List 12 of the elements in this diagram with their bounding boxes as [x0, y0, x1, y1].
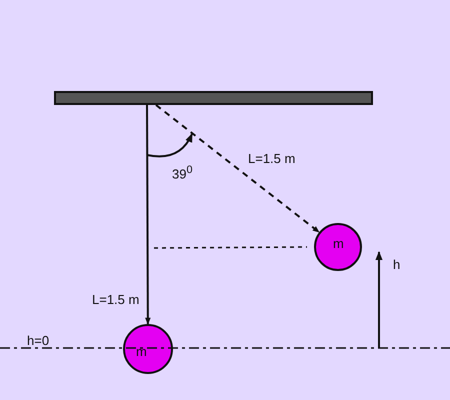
mass-label: m	[136, 345, 147, 358]
mass-label: m	[333, 237, 344, 250]
pendulum-bob	[314, 223, 362, 271]
pendulum-bob	[123, 324, 173, 374]
reference-level-label: h=0	[27, 334, 50, 347]
angle-label: 39$^{0}$	[172, 165, 192, 180]
edge-label: L=1.5 m	[248, 152, 296, 165]
ceiling-bar	[54, 91, 373, 105]
pendulum-string	[155, 104, 320, 233]
height-label: h	[393, 258, 400, 271]
pendulum-string	[145, 105, 151, 325]
edge-label: L=1.5 m	[92, 293, 140, 306]
